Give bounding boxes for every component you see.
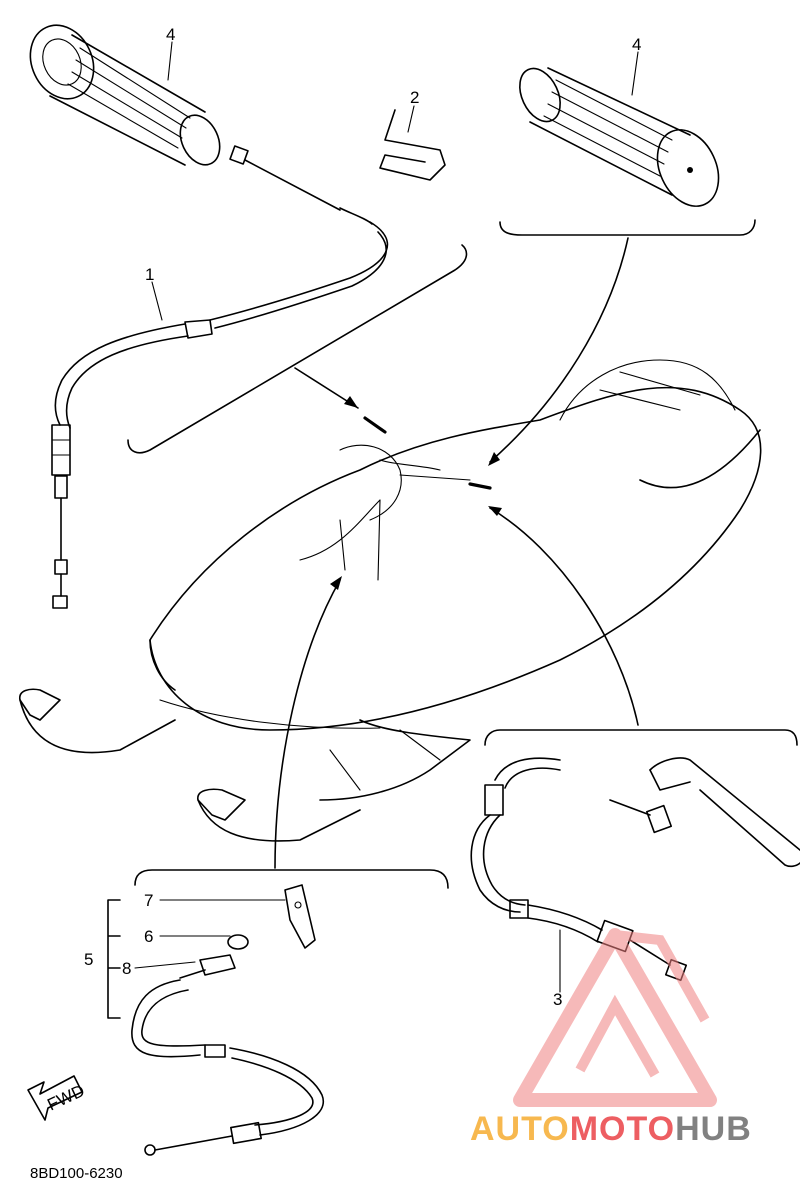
callout-1: 1 (145, 265, 154, 284)
leader-4a (167, 41, 173, 81)
callout-8: 8 (122, 959, 131, 978)
cable-clip (379, 109, 446, 181)
part-code: 8BD100-6230 (30, 1165, 123, 1182)
arrow-from-brake-cable (489, 507, 639, 726)
callout-5: 5 (84, 950, 93, 969)
callout-3: 3 (553, 990, 562, 1009)
leader-2 (407, 105, 415, 133)
watermark-auto: AUTO (470, 1110, 570, 1148)
callout-4-left: 4 (166, 25, 175, 44)
watermark-text: AUTOMOTOHUB (470, 1110, 752, 1148)
snowmobile-body (19, 359, 762, 842)
callout-6: 6 (144, 927, 153, 946)
arrow-to-right-grip (489, 237, 629, 463)
callout-2: 2 (410, 88, 419, 107)
leader-4b (631, 51, 639, 96)
leader-1 (151, 281, 163, 321)
stop-switch-assembly (107, 884, 325, 1156)
throttle-cable (51, 145, 389, 609)
bracket-top-right (499, 219, 756, 236)
bracket-bottom-right (484, 729, 798, 746)
handlebar-left-marker (363, 416, 387, 434)
bracket-top-left (127, 244, 468, 454)
watermark-logo (513, 928, 717, 1107)
callout-7: 7 (144, 891, 153, 910)
right-grip (519, 67, 720, 207)
brake-cable (470, 757, 800, 986)
handlebar-right-marker (468, 482, 492, 490)
fwd-arrow: FWD (27, 1075, 88, 1121)
watermark-hub: HUB (675, 1110, 752, 1148)
arrow-from-stop-switch (274, 579, 341, 869)
callout-4-right: 4 (632, 35, 641, 54)
left-grip (29, 24, 221, 166)
fwd-label: FWD (44, 1081, 87, 1115)
watermark-moto: MOTO (570, 1110, 675, 1148)
svg-text:AUTOMOTOHUB: AUTOMOTOHUB (470, 1110, 752, 1148)
bracket-bottom-left (134, 869, 449, 889)
